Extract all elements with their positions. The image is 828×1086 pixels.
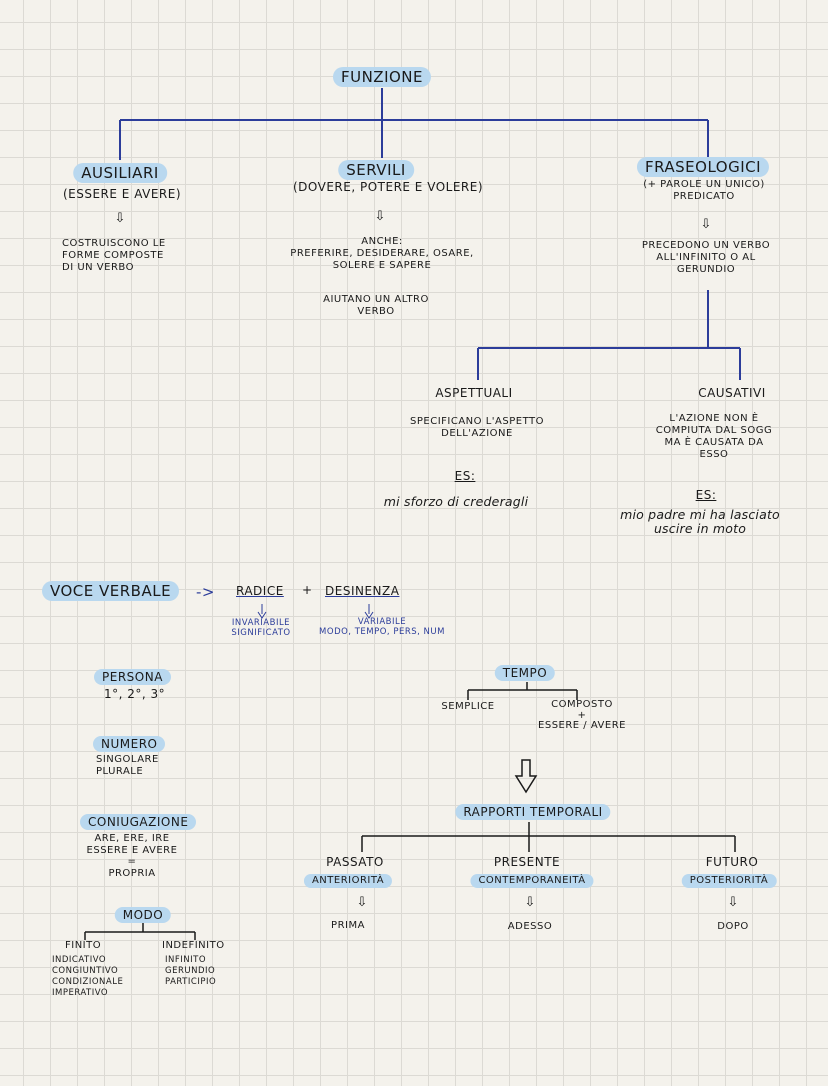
coniugazione-values: ARE, ERE, IRE ESSERE E AVERE = PROPRIA — [86, 833, 178, 879]
tempo-composto: COMPOSTO + ESSERE / AVERE — [538, 699, 626, 731]
node-ausiliari: AUSILIARI — [73, 163, 167, 183]
coniugazione-label: CONIUGAZIONE — [80, 814, 197, 831]
aspettuali-example: mi sforzo di crederagli — [383, 494, 529, 509]
arrow-down-icon: ⇩ — [524, 895, 536, 910]
causativi-example: mio padre mi ha lasciato uscire in moto — [620, 507, 780, 536]
persona-value: 1°, 2°, 3° — [104, 687, 166, 701]
title-funzione: FUNZIONE — [332, 67, 432, 87]
radice: RADICE — [236, 584, 284, 598]
aspettuali-es-label: ES: — [454, 469, 476, 483]
arrow-down-icon: ⇩ — [114, 211, 126, 226]
modo-label: MODO — [114, 907, 172, 924]
rapporti-temporali: RAPPORTI TEMPORALI — [455, 804, 611, 821]
node-fraseologici: FRASEOLOGICI — [636, 157, 770, 177]
arrow-down-icon: ⇩ — [374, 209, 386, 224]
persona-label: PERSONA — [94, 669, 171, 686]
fraseologici-sub: (+ PAROLE UN UNICO) PREDICATO — [643, 179, 765, 202]
tempo-semplice: SEMPLICE — [441, 701, 495, 712]
servili-desc2: AIUTANO UN ALTRO VERBO — [323, 294, 429, 317]
numero-label: NUMERO — [93, 736, 166, 753]
aspettuali-desc: SPECIFICANO L'ASPETTO DELL'AZIONE — [410, 416, 544, 439]
voce-verbale: VOCE VERBALE — [42, 581, 180, 601]
desinenza: DESINENZA — [325, 584, 400, 598]
ausiliari-desc: COSTRUISCONO LE FORME COMPOSTE DI UN VER… — [62, 238, 166, 273]
passato-label: PASSATO — [326, 855, 384, 869]
radice-note: INVARIABILE SIGNIFICATO — [231, 618, 291, 639]
node-servili: SERVILI — [338, 160, 414, 180]
presente-result: ADESSO — [507, 921, 553, 932]
numero-values: SINGOLARE PLURALE — [96, 754, 159, 777]
presente-tag: CONTEMPORANEITÀ — [470, 874, 594, 888]
node-aspettuali: ASPETTUALI — [435, 386, 513, 400]
voce-arrow: -> — [196, 583, 215, 601]
node-causativi: CAUSATIVI — [698, 386, 766, 400]
ausiliari-sub: (ESSERE E AVERE) — [62, 187, 182, 201]
fraseologici-desc: PRECEDONO UN VERBO ALL'INFINITO O AL GER… — [641, 240, 771, 275]
finito-items: INDICATIVO CONGIUNTIVO CONDIZIONALE IMPE… — [52, 955, 124, 999]
passato-tag: ANTERIORITÀ — [303, 874, 393, 888]
finito-label: FINITO — [65, 940, 102, 951]
desinenza-note: VARIABILE MODO, TEMPO, PERS, NUM — [319, 617, 445, 638]
arrow-down-icon: ⇩ — [356, 895, 368, 910]
servili-desc: ANCHE: PREFERIRE, DESIDERARE, OSARE, SOL… — [290, 236, 474, 271]
causativi-es-label: ES: — [695, 488, 717, 502]
arrow-down-icon: ⇩ — [727, 895, 739, 910]
futuro-result: DOPO — [717, 921, 749, 932]
passato-result: PRIMA — [331, 920, 365, 931]
futuro-tag: POSTERIORITÀ — [681, 874, 777, 888]
tempo-label: TEMPO — [494, 665, 556, 682]
presente-label: PRESENTE — [493, 855, 561, 869]
causativi-desc: L'AZIONE NON È COMPIUTA DAL SOGG MA È CA… — [655, 413, 773, 460]
plus-sign: + — [302, 583, 313, 597]
futuro-label: FUTURO — [705, 855, 759, 869]
servili-sub: (DOVERE, POTERE E VOLERE) — [292, 180, 484, 194]
indefinito-label: INDEFINITO — [162, 940, 225, 951]
arrow-down-icon: ⇩ — [700, 217, 712, 232]
indefinito-items: INFINITO GERUNDIO PARTICIPIO — [165, 955, 217, 988]
